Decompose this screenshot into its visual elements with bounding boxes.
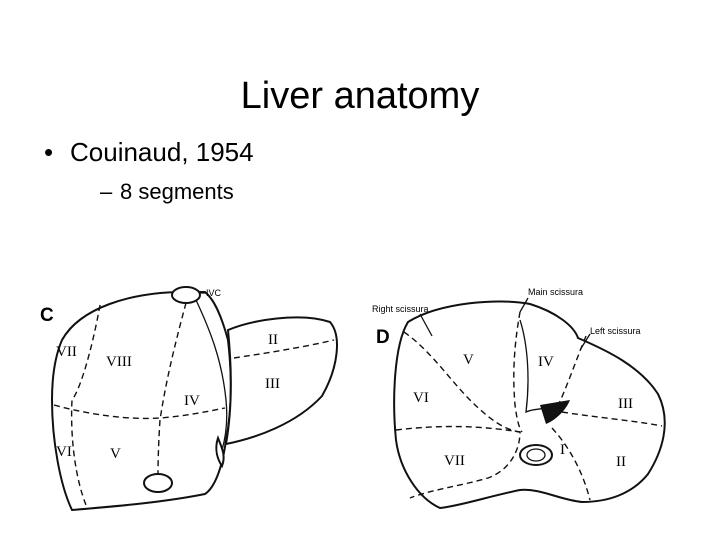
panel-d-diagram: D Right scissura Main scissura Left scis… — [372, 287, 665, 508]
panel-c-segment-iii: III — [265, 376, 280, 392]
panel-d-left-scissura-label: Left scissura — [590, 326, 641, 336]
panel-c-gallbladder — [144, 474, 172, 492]
panel-d-ivc-vessel — [520, 445, 552, 465]
panel-c-segment-vi: VI — [56, 444, 72, 460]
liver-segments-figure: C IVC VII VIII II III IV VI V — [0, 280, 720, 540]
panel-c-segment-vii: VII — [56, 344, 77, 360]
panel-c-right-lobe-outline — [52, 292, 231, 510]
panel-c-segment-ii: II — [268, 332, 278, 348]
panel-d-segment-iv: IV — [538, 354, 554, 370]
bullet-marker: • — [44, 134, 70, 170]
sub-bullet-item: –8 segments — [100, 176, 234, 208]
panel-c-letter: C — [40, 305, 54, 326]
panel-d-segment-i: I — [560, 442, 565, 458]
panel-c-segment-iv: IV — [184, 393, 200, 409]
bullet-text: Couinaud, 1954 — [70, 137, 254, 167]
panel-c-segment-viii: VIII — [106, 354, 132, 370]
bullet-item: •Couinaud, 1954 — [44, 134, 254, 170]
panel-c-left-lobe-outline — [226, 317, 337, 444]
panel-d-right-scissura-label: Right scissura — [372, 304, 429, 314]
panel-c-segment-v: V — [110, 446, 121, 462]
panel-d-letter: D — [376, 327, 390, 348]
panel-c-diagram: C IVC VII VIII II III IV VI V — [40, 287, 337, 510]
panel-d-segment-vi: VI — [413, 390, 429, 406]
panel-d-segment-v: V — [463, 352, 474, 368]
panel-c-ivc-label: IVC — [206, 288, 222, 298]
panel-d-segment-vii: VII — [444, 453, 465, 469]
slide-title: Liver anatomy — [0, 72, 720, 120]
panel-d-segment-iii: III — [618, 396, 633, 412]
sub-bullet-text: 8 segments — [120, 179, 234, 204]
panel-d-main-scissura-label: Main scissura — [528, 287, 583, 297]
sub-bullet-marker: – — [100, 176, 120, 208]
panel-d-segment-ii: II — [616, 454, 626, 470]
